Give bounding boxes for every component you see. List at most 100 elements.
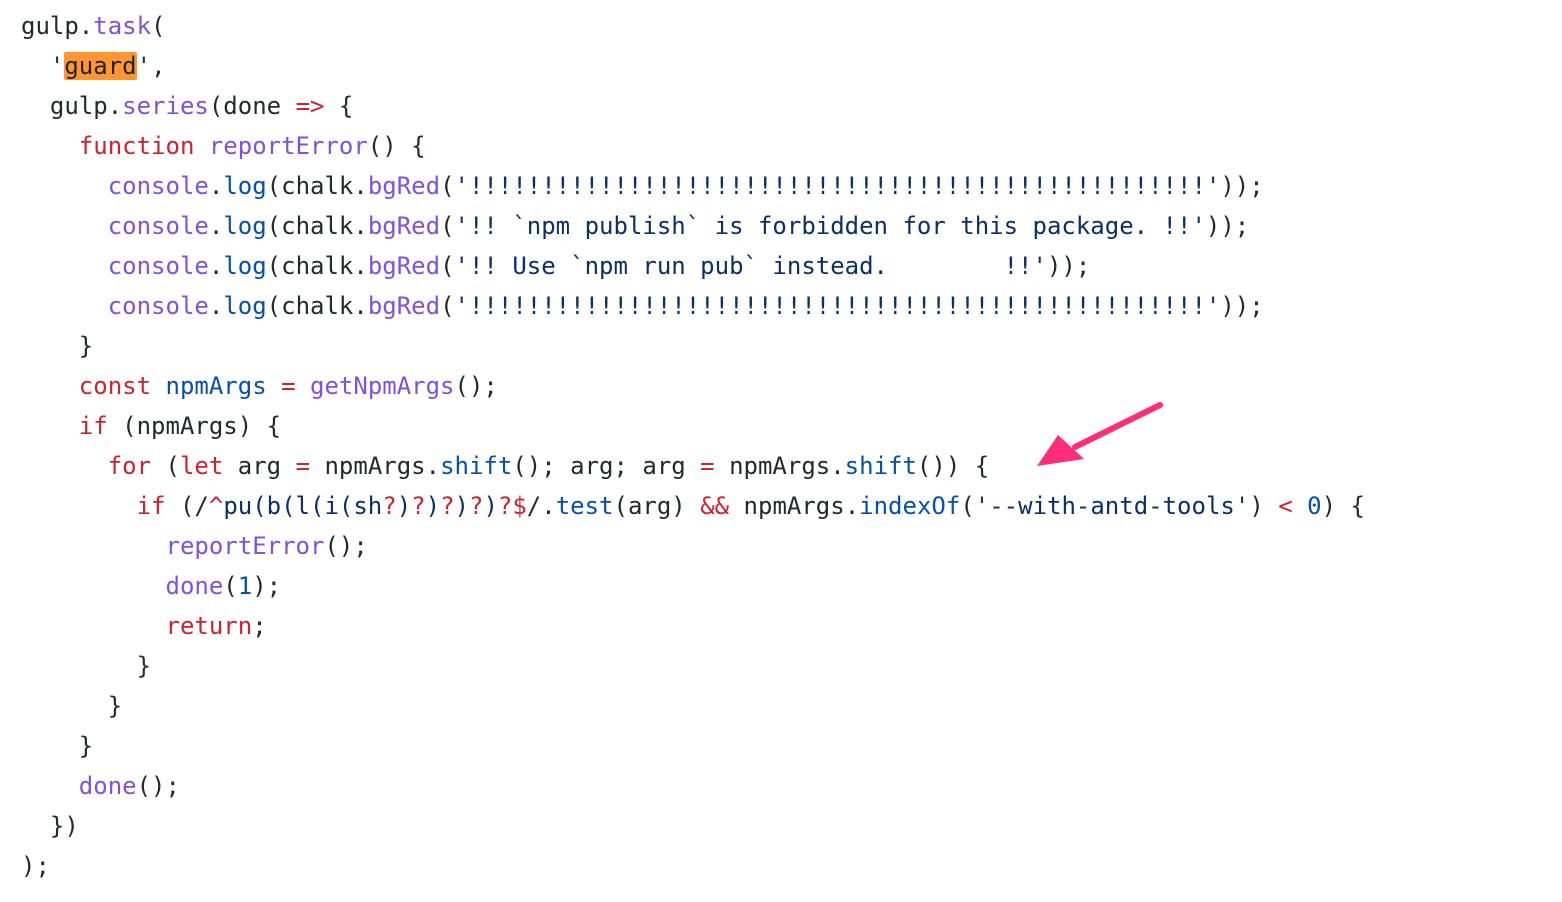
code-indent (21, 292, 108, 320)
code-indent (21, 332, 79, 360)
code-token: ' (136, 52, 152, 80)
code-line: console.log(chalk.bgRed('!! `npm publish… (21, 206, 1365, 246)
code-indent (21, 492, 137, 520)
code-indent (21, 212, 108, 240)
code-line: console.log(chalk.bgRed('!!!!!!!!!!!!!!!… (21, 166, 1365, 206)
code-token: gulp (49, 92, 108, 120)
code-token: )); (1220, 292, 1264, 320)
code-line: const npmArgs = getNpmArgs(); (21, 366, 1365, 406)
code-token: ) { (1321, 492, 1365, 520)
code-token (194, 132, 208, 160)
code-token: . (208, 252, 224, 280)
code-token: , (151, 52, 166, 80)
code-token: shift (844, 452, 917, 480)
code-token: log (223, 292, 267, 320)
code-token: (chalk. (266, 212, 368, 240)
code-token: npmArgs (165, 372, 267, 400)
code-token: arg (223, 452, 296, 480)
code-line: gulp.series(done => { (21, 86, 1365, 126)
code-token: for (107, 452, 152, 480)
code-token: console (107, 252, 209, 280)
code-token: '!! Use `npm run pub` instead. !!' (454, 252, 1047, 280)
code-indent (21, 452, 108, 480)
code-token: reportError (208, 132, 368, 160)
code-token: ( (440, 172, 455, 200)
code-line: }) (21, 806, 1365, 846)
code-token: if (78, 412, 108, 440)
code-token: const (78, 372, 152, 400)
code-token: console (107, 292, 209, 320)
code-block: gulp.task( 'guard', gulp.series(done => … (21, 6, 1365, 886)
code-token: task (93, 12, 152, 40)
code-indent (21, 532, 166, 560)
code-token: && (700, 492, 730, 520)
code-token: getNpmArgs (310, 372, 455, 400)
code-token: . (78, 12, 94, 40)
code-token: = (281, 372, 296, 400)
code-token: (done (208, 92, 296, 120)
code-token: bgRed (367, 252, 441, 280)
code-token: npmArgs. (729, 492, 860, 520)
code-token: ? (468, 492, 484, 520)
code-token: pu(b(l(i(sh (223, 492, 383, 520)
code-token: ) (483, 492, 498, 520)
code-token: npmArgs. (714, 452, 845, 480)
code-indent (21, 412, 79, 440)
code-token: } (78, 332, 94, 360)
code-token: ( (440, 292, 455, 320)
code-token: )); (1046, 252, 1091, 280)
code-token: ); (252, 572, 282, 600)
code-token: )); (1205, 212, 1250, 240)
code-token: $ (512, 492, 527, 520)
code-line: console.log(chalk.bgRed('!! Use `npm run… (21, 246, 1365, 286)
code-token: log (223, 212, 267, 240)
code-token: console (107, 212, 209, 240)
code-token: (); arg; arg (512, 452, 701, 480)
code-line: done(); (21, 766, 1365, 806)
code-token: ; (252, 612, 267, 640)
code-token: return (165, 612, 253, 640)
code-token: gulp (21, 12, 79, 40)
code-line: if (npmArgs) { (21, 406, 1365, 446)
code-token: bgRed (367, 172, 441, 200)
code-token: (chalk. (266, 252, 368, 280)
code-token: )); (1220, 172, 1264, 200)
code-token: } (107, 692, 123, 720)
code-token: ^ (208, 492, 224, 520)
code-line: if (/^pu(b(l(i(sh?)?)?)?)?$/.test(arg) &… (21, 486, 1365, 526)
code-indent (21, 772, 79, 800)
code-token: log (223, 252, 267, 280)
code-token: (); (136, 772, 180, 800)
code-line: console.log(chalk.bgRed('!!!!!!!!!!!!!!!… (21, 286, 1365, 326)
code-token: ) (1249, 492, 1279, 520)
code-token: ( (440, 212, 455, 240)
code-indent (21, 372, 79, 400)
code-token (267, 372, 281, 400)
code-token: let (179, 452, 224, 480)
code-indent (21, 572, 166, 600)
code-token: => (295, 92, 325, 120)
code-line: } (21, 726, 1365, 766)
code-token (296, 372, 310, 400)
code-token: shift (440, 452, 513, 480)
code-indent (21, 692, 108, 720)
code-token: ); (21, 852, 50, 880)
code-token: ) (454, 492, 469, 520)
code-token (1293, 492, 1307, 520)
code-token: function (78, 132, 195, 160)
code-line: gulp.task( (21, 6, 1365, 46)
code-indent (21, 612, 166, 640)
code-token: ) (425, 492, 441, 520)
code-token: '--with-antd-tools' (974, 492, 1250, 520)
code-token: . (208, 172, 224, 200)
code-token (151, 372, 165, 400)
code-token: ? (497, 492, 513, 520)
code-token: ( (151, 12, 166, 40)
code-line: function reportError() { (21, 126, 1365, 166)
code-indent (21, 812, 50, 840)
code-token: (); (454, 372, 498, 400)
code-token: ( (440, 252, 455, 280)
code-token: < (1278, 492, 1293, 520)
code-indent (21, 52, 50, 80)
